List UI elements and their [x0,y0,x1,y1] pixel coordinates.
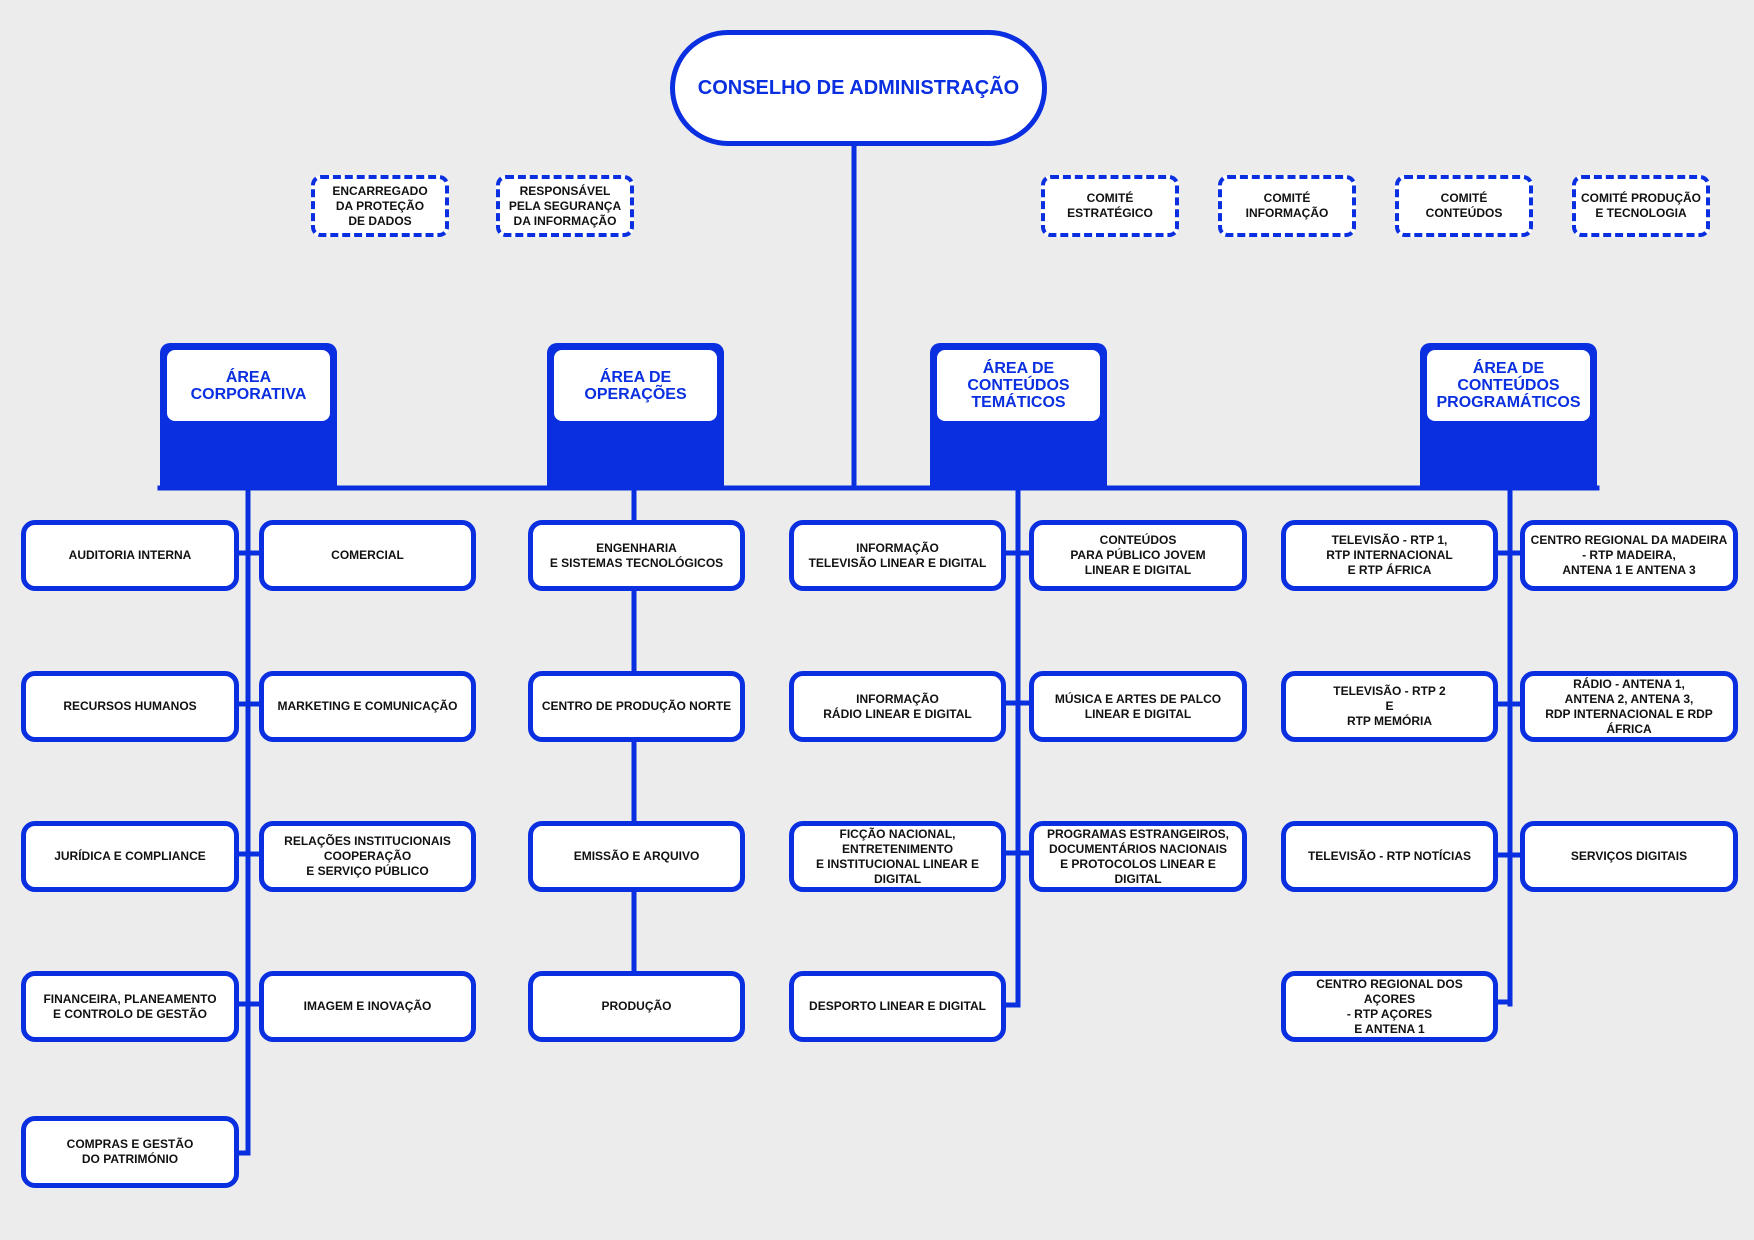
area-label: ÁREA DE CONTEÚDOS PROGRAMÁTICOS [1427,350,1590,421]
board-of-directors-box: CONSELHO DE ADMINISTRAÇÃO [670,30,1047,146]
area-label: ÁREA DE CONTEÚDOS TEMÁTICOS [937,350,1100,421]
committee-production-technology: COMITÉ PRODUÇÃO E TECNOLOGIA [1572,175,1710,237]
unit-box: ENGENHARIA E SISTEMAS TECNOLÓGICOS [528,520,745,591]
committee-label: ENCARREGADO DA PROTEÇÃO DE DADOS [332,183,428,228]
unit-box: MARKETING E COMUNICAÇÃO [259,671,476,742]
unit-box: FICÇÃO NACIONAL, ENTRETENIMENTO E INSTIT… [789,821,1006,892]
unit-box: PRODUÇÃO [528,971,745,1042]
unit-box: RÁDIO - ANTENA 1, ANTENA 2, ANTENA 3, RD… [1520,671,1738,742]
committee-information-security: RESPONSÁVEL PELA SEGURANÇA DA INFORMAÇÃO [496,175,634,237]
area-header-corporativa: ÁREA CORPORATIVA [160,343,337,488]
unit-box: COMERCIAL [259,520,476,591]
committee-contents: COMITÉ CONTEÚDOS [1395,175,1533,237]
unit-box: TELEVISÃO - RTP 1, RTP INTERNACIONAL E R… [1281,520,1498,591]
unit-box: FINANCEIRA, PLANEAMENTO E CONTROLO DE GE… [21,971,239,1042]
committee-label: COMITÉ ESTRATÉGICO [1067,191,1153,220]
area-header-operacoes: ÁREA DE OPERAÇÕES [547,343,724,488]
unit-box: RECURSOS HUMANOS [21,671,239,742]
committee-label: RESPONSÁVEL PELA SEGURANÇA DA INFORMAÇÃO [508,183,622,228]
committee-label: COMITÉ CONTEÚDOS [1425,191,1503,220]
unit-box: COMPRAS E GESTÃO DO PATRIMÓNIO [21,1116,239,1188]
committee-label: COMITÉ INFORMAÇÃO [1245,191,1329,220]
unit-box: INFORMAÇÃO RÁDIO LINEAR E DIGITAL [789,671,1006,742]
unit-box: CENTRO DE PRODUÇÃO NORTE [528,671,745,742]
unit-box: EMISSÃO E ARQUIVO [528,821,745,892]
unit-box: SERVIÇOS DIGITAIS [1520,821,1738,892]
area-header-conteudos-tematicos: ÁREA DE CONTEÚDOS TEMÁTICOS [930,343,1107,488]
committee-data-protection: ENCARREGADO DA PROTEÇÃO DE DADOS [311,175,449,237]
unit-box: CENTRO REGIONAL DA MADEIRA - RTP MADEIRA… [1520,520,1738,591]
area-label: ÁREA DE OPERAÇÕES [554,350,717,421]
unit-box: RELAÇÕES INSTITUCIONAIS COOPERAÇÃO E SER… [259,821,476,892]
unit-box: AUDITORIA INTERNA [21,520,239,591]
area-label: ÁREA CORPORATIVA [167,350,330,421]
committee-label: COMITÉ PRODUÇÃO E TECNOLOGIA [1581,191,1701,220]
committee-information: COMITÉ INFORMAÇÃO [1218,175,1356,237]
committee-strategic: COMITÉ ESTRATÉGICO [1041,175,1179,237]
unit-box: TELEVISÃO - RTP NOTÍCIAS [1281,821,1498,892]
board-label: CONSELHO DE ADMINISTRAÇÃO [697,76,1020,99]
area-header-conteudos-programaticos: ÁREA DE CONTEÚDOS PROGRAMÁTICOS [1420,343,1597,488]
unit-box: IMAGEM E INOVAÇÃO [259,971,476,1042]
unit-box: TELEVISÃO - RTP 2 E RTP MEMÓRIA [1281,671,1498,742]
unit-box: CENTRO REGIONAL DOS AÇORES - RTP AÇORES … [1281,971,1498,1042]
unit-box: JURÍDICA E COMPLIANCE [21,821,239,892]
unit-box: MÚSICA E ARTES DE PALCO LINEAR E DIGITAL [1029,671,1247,742]
unit-box: INFORMAÇÃO TELEVISÃO LINEAR E DIGITAL [789,520,1006,591]
unit-box: CONTEÚDOS PARA PÚBLICO JOVEM LINEAR E DI… [1029,520,1247,591]
unit-box: PROGRAMAS ESTRANGEIROS, DOCUMENTÁRIOS NA… [1029,821,1247,892]
unit-box: DESPORTO LINEAR E DIGITAL [789,971,1006,1042]
